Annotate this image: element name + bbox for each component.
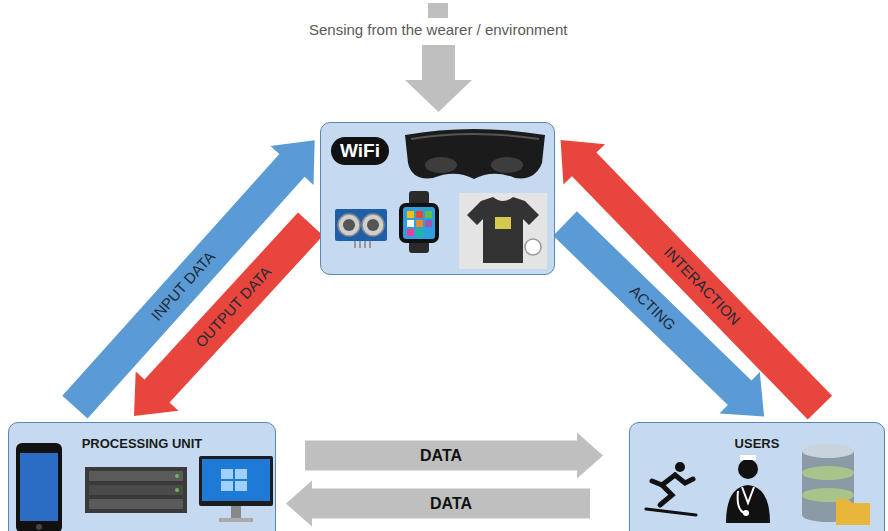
- block-arrow: [553, 211, 764, 416]
- vr-headset: [405, 129, 545, 179]
- users-box: USERS: [629, 422, 885, 531]
- arrow-label: DATA: [420, 447, 462, 465]
- node-text-holder: PROCESSING UNIT: [9, 423, 275, 452]
- ultrasonic-sensor: [335, 209, 387, 248]
- block-arrow: [286, 481, 590, 527]
- database-icon: [802, 444, 870, 525]
- node-text-holder: USERS: [630, 423, 884, 452]
- smartphone: [16, 443, 62, 531]
- smart-shirt: [459, 193, 547, 269]
- box-title: PROCESSING UNIT: [82, 436, 203, 451]
- sensing-arrow: [405, 3, 472, 112]
- device-box: WiFi: [320, 122, 555, 275]
- block-arrow: [134, 213, 323, 417]
- skier-icon: [646, 462, 696, 515]
- node-text-holder: WiFi: [321, 123, 554, 165]
- box-title: WiFi: [331, 137, 389, 165]
- caption-text: Sensing from the wearer / environment: [309, 21, 567, 39]
- arrow-label: DATA: [430, 495, 472, 513]
- server: [85, 467, 187, 513]
- processing-box: PROCESSING UNIT: [8, 422, 276, 531]
- box-title: USERS: [735, 436, 780, 451]
- doctor-icon: [726, 455, 770, 523]
- desktop-computer: [199, 456, 273, 522]
- smartwatch: [399, 191, 439, 253]
- block-arrow: [305, 433, 603, 479]
